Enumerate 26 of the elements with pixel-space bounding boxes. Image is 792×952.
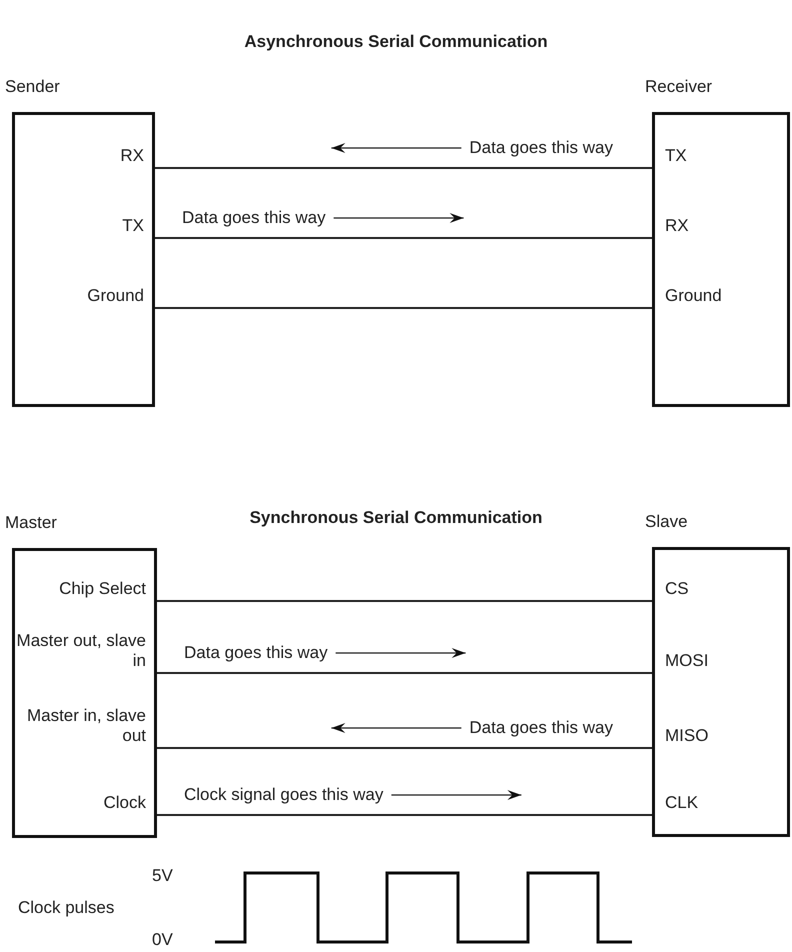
device-label: Master — [5, 513, 57, 533]
pin-label: Master out, slave in — [15, 631, 154, 677]
pin-label: Chip Select — [15, 579, 154, 605]
device-label: Receiver — [645, 77, 712, 97]
pin-label: MISO — [655, 712, 787, 752]
edge-label: Data goes this way — [180, 208, 328, 228]
pin-label: TX — [15, 216, 152, 242]
pin-label: RX — [15, 146, 152, 172]
section-title: Synchronous Serial Communication — [250, 508, 542, 528]
pin-label: TX — [655, 146, 787, 172]
edge-label: Clock signal goes this way — [182, 785, 386, 805]
pin-label: MOSI — [655, 637, 787, 677]
section-title: Asynchronous Serial Communication — [244, 32, 548, 52]
pin-label: CS — [655, 579, 787, 605]
edge-label: Data goes this way — [182, 643, 330, 663]
device-label: Sender — [5, 77, 60, 97]
pin-label: Ground — [655, 286, 787, 312]
device-label: Slave — [645, 512, 688, 532]
pin-label: Master in, slave out — [15, 706, 154, 752]
pin-label: Clock — [15, 793, 154, 819]
pin-label: RX — [655, 216, 787, 242]
voltage-label: 5V — [152, 866, 173, 886]
pin-label: CLK — [655, 793, 787, 819]
axis-label: Clock pulses — [18, 898, 114, 918]
voltage-label: 0V — [152, 930, 173, 950]
pin-label: Ground — [15, 286, 152, 312]
